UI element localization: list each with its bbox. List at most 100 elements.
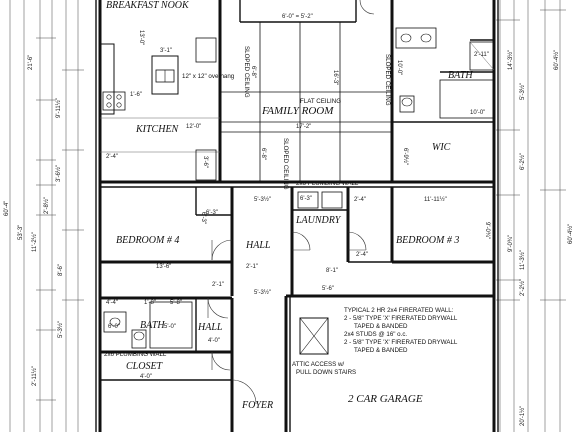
- room-labels: BREAKFAST NOOK KITCHEN FAMILY ROOM FLAT …: [106, 0, 473, 411]
- firewall-note: 2 - 5/8" TYPE 'X' FIRERATED DRYWALL: [344, 315, 458, 322]
- dimension-text: 9'-0¾": [484, 222, 490, 239]
- dimension-text: 60'-4½": [553, 50, 560, 70]
- lower-tub-icon: [149, 301, 193, 349]
- dimension-text: 8'-1": [326, 268, 338, 274]
- dimension-text: 20'-1½": [519, 406, 526, 426]
- sloped-ceiling-note: SLOPED CEILING: [243, 46, 250, 98]
- wic-label: WIC: [432, 142, 451, 153]
- right-dimension-lines: [496, 0, 566, 432]
- dimension-text: 10'-0": [470, 110, 485, 116]
- dimension-text: 5'-8": [170, 300, 182, 306]
- dimension-text: 6'-3": [200, 212, 206, 224]
- dimension-text: 6'-8": [260, 148, 266, 160]
- interior-walls: [100, 0, 494, 432]
- dimension-text: 5'-6": [322, 286, 334, 292]
- toilet-icon: [399, 95, 415, 113]
- lower-toilet-icon: [131, 329, 147, 349]
- fridge-icon: [195, 37, 217, 63]
- dimension-text: 6'-8": [250, 66, 256, 78]
- laundry-fixtures: [297, 191, 343, 209]
- dimension-text: 13'-0": [138, 30, 144, 45]
- dimension-text: 8'-6": [58, 264, 64, 276]
- firewall-note: TAPED & BANDED: [354, 323, 408, 330]
- ceiling-grid-lines: [100, 22, 392, 182]
- lower-bath-fixtures: [103, 301, 193, 349]
- dimension-text: 9'-0¾": [508, 235, 514, 252]
- dimension-text: 1'-6": [130, 92, 142, 98]
- dimension-text: 11'-11½": [424, 196, 447, 203]
- bedroom3-label: BEDROOM # 3: [396, 235, 459, 246]
- dimension-text: 2'-2½": [519, 279, 526, 296]
- family-room-label: FAMILY ROOM: [261, 105, 334, 117]
- dimension-text: 16'-3": [332, 70, 338, 85]
- bath-lower-label: BATH: [140, 320, 165, 331]
- foyer-label: FOYER: [241, 400, 273, 411]
- firewall-note: TYPICAL 2 HR 2x4 FIRERATED WALL:: [344, 307, 454, 314]
- kitchen-fixtures: [99, 37, 217, 181]
- dimension-text: 2'-1": [246, 264, 258, 270]
- dimension-text: 6'-0": [108, 324, 120, 330]
- dimension-text: 6'-0" = 5'-2": [282, 14, 313, 20]
- hall-lower-label: HALL: [197, 322, 223, 333]
- dimension-text: 11'-3½": [519, 250, 526, 270]
- kitchen-island: [151, 55, 179, 95]
- upper-bath-fixtures: [395, 27, 495, 119]
- attic-access-note: PULL DOWN STAIRS: [296, 369, 356, 376]
- dimension-text: 2'-1": [212, 282, 224, 288]
- vanity-icon: [395, 27, 437, 49]
- shower-icon: [469, 41, 495, 71]
- dimension-text: 5'-3½": [254, 289, 271, 296]
- firewall-note: TAPED & BANDED: [354, 347, 408, 354]
- breakfast-nook-label: BREAKFAST NOOK: [106, 0, 190, 11]
- dimension-text: 5'-0": [164, 324, 176, 330]
- dimension-text: 5'-3½": [254, 196, 271, 203]
- dimension-text: 17'-2": [296, 124, 311, 130]
- kitchen-overhang-note: 12" x 12" overhang: [182, 73, 235, 80]
- dimension-text: 21'-6": [28, 55, 34, 70]
- dimension-text: 5'-3½": [57, 321, 64, 338]
- dimension-text: 2'-11": [474, 52, 489, 58]
- flat-ceiling-label: FLAT CEILING: [300, 98, 341, 105]
- dimension-text: 12'-0": [186, 124, 201, 130]
- sloped-ceiling-note: SLOPED CEILING: [384, 54, 391, 106]
- washer-icon: [297, 191, 319, 209]
- plumbing-wall-note: 2x6 PLUMBING WALL: [104, 351, 167, 358]
- dimension-text: 14'-3½": [507, 50, 514, 70]
- attic-access-note: ATTIC ACCESS w/: [292, 361, 344, 368]
- left-dimension-lines: [9, 0, 84, 432]
- kitchen-counter: [99, 43, 115, 115]
- dimension-text: 53'-3": [18, 225, 24, 240]
- dimension-text: 6'-2½": [519, 153, 526, 170]
- stove-icon: [102, 91, 126, 111]
- bath-upper-label: BATH: [448, 70, 473, 81]
- dimension-text: 60'-4": [4, 201, 10, 216]
- attic-access-icon: [299, 317, 329, 355]
- laundry-label: LAUNDRY: [295, 215, 342, 226]
- dimension-text: 2'-4": [356, 252, 368, 258]
- interior-dimensions: 6'-0" = 5'-2" 13'-0" 3'-1" 12'-0" 17'-2"…: [106, 14, 490, 380]
- annotations: SLOPED CEILING SLOPED CEILING SLOPED CEI…: [104, 46, 458, 376]
- dimension-text: 1'-8": [144, 300, 156, 306]
- dimension-text: 3'-1": [160, 48, 172, 54]
- dimension-text: 3'-6": [202, 156, 208, 168]
- dimension-text: 6'-3": [300, 196, 312, 202]
- hall-mid-label: HALL: [245, 240, 271, 251]
- firewall-note: 2x4 STUDS @ 16" o.c.: [344, 331, 407, 338]
- sloped-ceiling-note: SLOPED CEILING: [282, 138, 289, 190]
- firewall-note: 2 - 5/8" TYPE 'X' FIRERATED DRYWALL: [344, 339, 458, 346]
- exterior-dimensions: 21'-6" 9'-11½" 3'-6½" 2'-8½" 11'-2½" 8'-…: [4, 50, 574, 426]
- dimension-text: 10'-0": [396, 60, 402, 75]
- dimension-text: 5'-3½": [519, 83, 526, 100]
- dimension-text: 11'-2½": [31, 232, 38, 252]
- kitchen-label: KITCHEN: [135, 124, 180, 135]
- dimension-text: 4'-0": [208, 338, 220, 344]
- dimension-text: 2'-11½": [31, 366, 38, 386]
- dimension-text: 2'-4": [106, 154, 118, 160]
- dimension-text: 4'-4": [106, 300, 118, 306]
- dryer-icon: [321, 191, 343, 209]
- pantry: [195, 149, 217, 181]
- lower-vanity-icon: [103, 311, 127, 333]
- tub-icon: [439, 79, 495, 119]
- dimension-text: 2'-8½": [43, 197, 50, 214]
